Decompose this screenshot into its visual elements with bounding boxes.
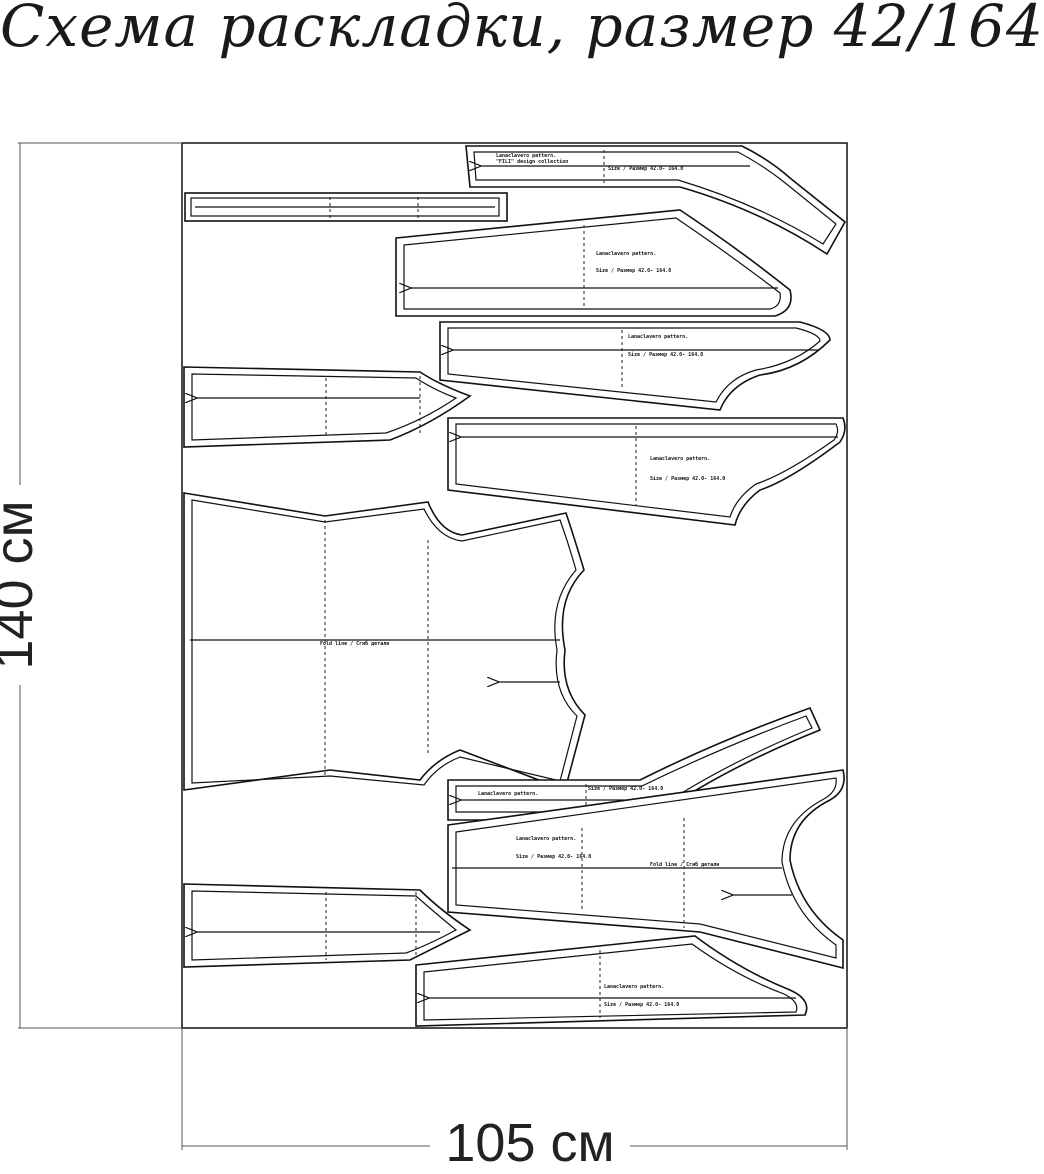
pattern-piece-belt-strip xyxy=(184,192,508,222)
width-dimension-label: 105 см xyxy=(430,1112,630,1174)
piece-fold-label: Fold line / Сгиб детали xyxy=(650,861,719,868)
piece-brand-label: Lanaclavero pattern. xyxy=(650,456,710,462)
piece-size-label: Size / Размер 42.0- 164.0 xyxy=(650,476,725,482)
piece-fold-label: Fold line / Сгиб детали xyxy=(320,640,389,647)
piece-brand-label: Lanaclavero pattern. xyxy=(478,791,538,797)
piece-brand-label: Lanaclavero pattern. xyxy=(628,334,688,340)
piece-brand-label: Lanaclavero pattern. xyxy=(596,251,656,257)
pattern-piece-sleeve-4: Lanaclavero pattern. Size / Размер 42.0-… xyxy=(415,935,808,1027)
pattern-piece-front-body: Fold line / Сгиб детали xyxy=(183,492,586,792)
pattern-piece-sleeve-1: Lanaclavero pattern. Size / Размер 42.0-… xyxy=(395,209,792,317)
piece-collection-label: "FILI" design collection xyxy=(496,159,568,165)
pattern-piece-sleeve-3: Lanaclavero pattern. Size / Размер 42.0-… xyxy=(447,417,846,526)
piece-size-label: Size / Размер 42.0- 164.0 xyxy=(608,166,683,172)
piece-size-label: Size / Размер 42.0- 164.0 xyxy=(628,352,703,358)
height-dimension-label: 140 см xyxy=(0,485,53,685)
piece-brand-label: Lanaclavero pattern. xyxy=(516,836,576,842)
piece-size-label: Size / Размер 42.0- 164.0 xyxy=(596,268,671,274)
piece-brand-label: Lanaclavero pattern. xyxy=(496,153,556,159)
piece-size-label: Size / Размер 42.0- 164.0 xyxy=(604,1002,679,1008)
layout-diagram: Lanaclavero pattern. "FILI" design colle… xyxy=(18,142,848,1150)
layout-title: Схема раскладки, размер 42/164 xyxy=(0,0,1044,60)
piece-size-label: Size / Размер 42.0- 164.0 xyxy=(516,854,591,860)
pattern-piece-cuff-2 xyxy=(183,883,472,968)
piece-brand-label: Lanaclavero pattern. xyxy=(604,984,664,990)
pattern-piece-binding-strip: Lanaclavero pattern. "FILI" design colle… xyxy=(465,145,847,256)
pattern-piece-back-body: Fold line / Сгиб детали Lanaclavero patt… xyxy=(447,769,845,970)
pattern-piece-cuff-1 xyxy=(183,366,472,448)
piece-size-label: Size / Размер 42.0- 164.0 xyxy=(588,786,663,792)
pattern-piece-sleeve-2: Lanaclavero pattern. Size / Размер 42.0-… xyxy=(439,321,831,411)
